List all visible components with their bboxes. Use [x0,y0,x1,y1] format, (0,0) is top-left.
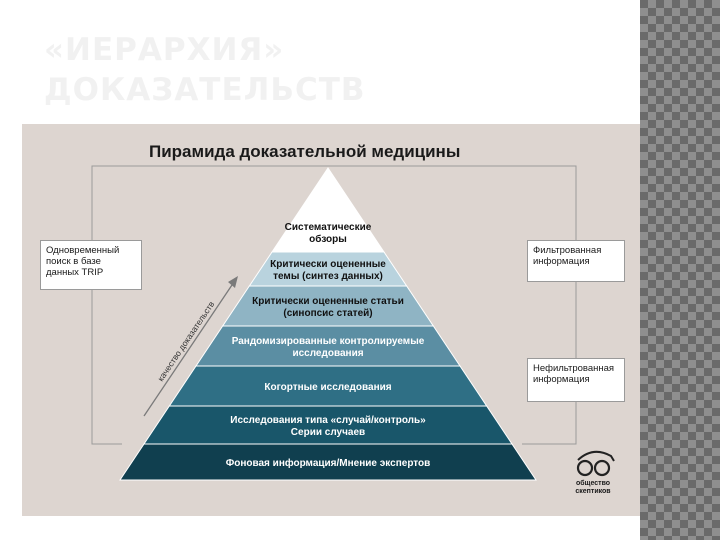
slide-title: «ИЕРАРХИЯ» ДОКАЗАТЕЛЬСТВ [44,32,366,108]
pyramid-level-5-label: Когортные исследования [264,382,391,393]
pyramid-level-2-label: Критически оцененные [270,259,386,270]
pyramid-level-6-label: Исследования типа «случай/контроль» [230,415,426,426]
connector-line-bottom-left [91,290,122,445]
pyramid-level-6-label: Серии случаев [291,427,365,438]
pyramid-level-3-label: (синопсис статей) [283,308,372,319]
unfiltered-info-box: Нефильтрованная информация [527,358,625,402]
quality-arrow-line [143,281,235,417]
connector-line-bottom-right [522,402,577,445]
diagram-title: Пирамида доказательной медицины [149,142,460,161]
trip-search-box: Одновременный поиск в базе данных TRIP [40,240,142,290]
logo-eyebrow-icon [577,450,615,462]
decorative-pattern-strip [640,0,720,540]
logo-text-line2: скептиков [575,488,611,495]
pyramid-level-3-label: Критически оцененные статьи [252,296,404,307]
pyramid-level-1-label: обзоры [309,233,347,245]
logo-glasses-icon [576,459,594,477]
filtered-info-box: Фильтрованная информация [527,240,625,282]
logo-glasses-icon [593,459,611,477]
pyramid-level-1-label: Систематические [285,222,372,233]
connector-line-top-left [91,165,480,240]
pyramid-level-2-label: темы (синтез данных) [273,271,383,282]
logo-text-line1: общество [575,480,611,487]
quality-arrow-head [228,276,238,288]
connector-line-top-right [434,165,577,240]
pyramid-level-4-label: Рандомизированные контролируемые [232,336,425,347]
pyramid-level-7-label: Фоновая информация/Мнение экспертов [226,457,431,469]
pyramid-level-4-label: исследования [292,348,363,359]
pyramid-level-7 [119,443,537,481]
pyramid-diagram: Пирамида доказательной медициныСистемати… [91,142,615,481]
